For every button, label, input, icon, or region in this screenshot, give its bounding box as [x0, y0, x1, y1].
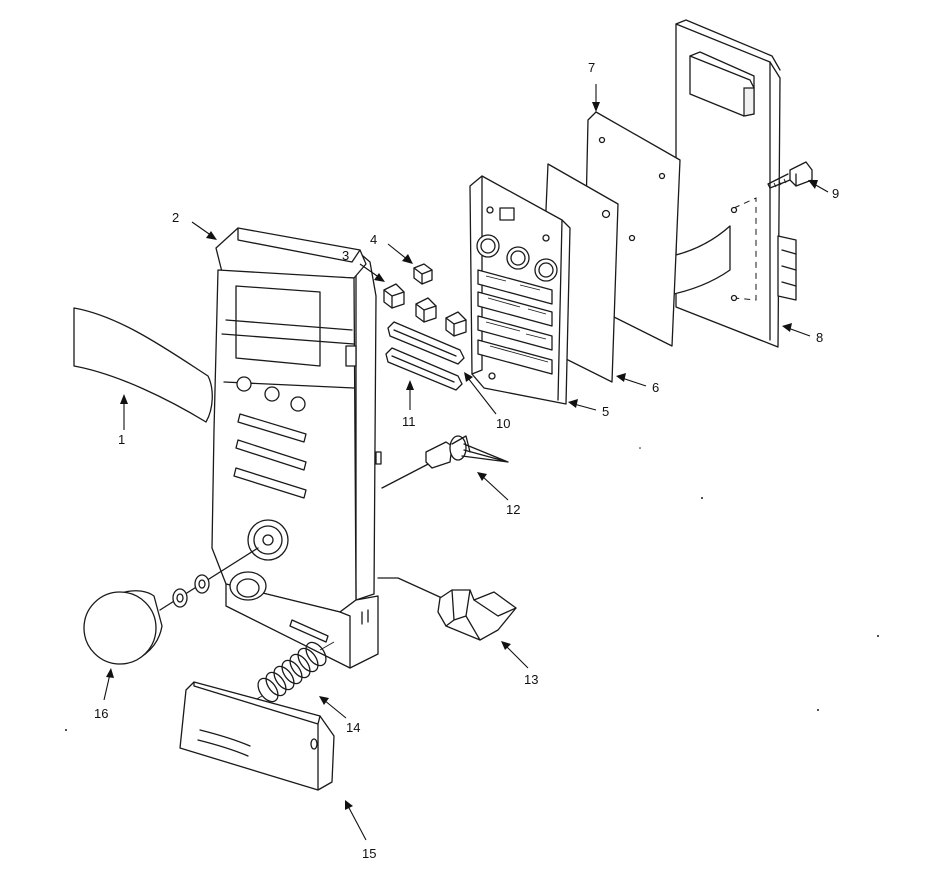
- part-12-lamp-assembly: [381, 435, 509, 489]
- callout-13: 13: [524, 672, 538, 687]
- part-1-overlay: [73, 307, 213, 423]
- part-5-keypad-holder: [469, 175, 571, 405]
- callout-arrows: [103, 84, 829, 841]
- part-10-bar-key: [387, 321, 465, 365]
- part-3-buttons: [383, 283, 467, 337]
- callout-1: 1: [118, 432, 125, 447]
- callout-6: 6: [652, 380, 659, 395]
- callout-16: 16: [94, 706, 108, 721]
- callout-4: 4: [370, 232, 377, 247]
- callout-8: 8: [816, 330, 823, 345]
- callout-9: 9: [832, 186, 839, 201]
- part-13-latch: [377, 577, 517, 641]
- callout-7: 7: [588, 60, 595, 75]
- scan-specks: [65, 447, 879, 731]
- callout-2: 2: [172, 210, 179, 225]
- callout-12: 12: [506, 502, 520, 517]
- part-15-door-release-button: [179, 681, 335, 791]
- part-11-bar-key: [385, 347, 463, 391]
- part-2-control-panel-frame: [211, 227, 382, 669]
- callout-3: 3: [342, 248, 349, 263]
- callout-5: 5: [602, 404, 609, 419]
- part-16-knob: [83, 547, 259, 665]
- part-4-button: [413, 263, 433, 285]
- callout-14: 14: [346, 720, 360, 735]
- callout-15: 15: [362, 846, 376, 861]
- callout-10: 10: [496, 416, 510, 431]
- callout-11: 11: [402, 414, 416, 429]
- callout-labels: 1 2 3 4 5 6 7 8 9 10 11 12 13 14 15 16: [94, 60, 839, 861]
